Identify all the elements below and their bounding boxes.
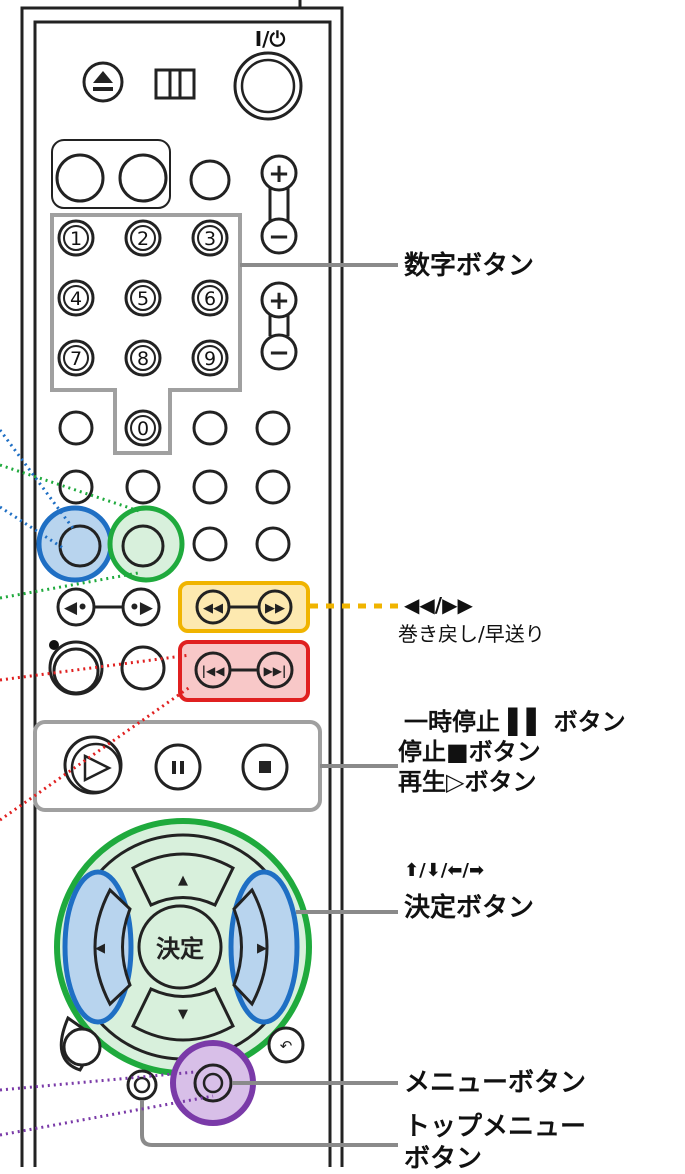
number-keypad: 1 2 3 4 5 6 7 8 9 0	[57, 219, 229, 447]
confirm-button[interactable]: 決定	[137, 904, 223, 990]
remote-body	[20, 0, 344, 1167]
svg-text:↶: ↶	[280, 1037, 293, 1055]
svg-text:+: +	[268, 286, 290, 316]
button-grid-rows[interactable]	[58, 410, 291, 562]
display-icon[interactable]	[154, 68, 196, 100]
number-buttons-label: 数字ボタン	[404, 251, 535, 281]
number-button-label: 3	[204, 228, 216, 250]
green-highlight-button[interactable]	[107, 505, 185, 583]
confirm-button-label: 決定	[156, 935, 204, 963]
number-button-7[interactable]: 7	[57, 339, 95, 377]
button-group-frame	[51, 139, 171, 209]
svg-text:+: +	[268, 159, 290, 189]
number-button-0[interactable]: 0	[124, 409, 162, 447]
number-button-8[interactable]: 8	[124, 339, 162, 377]
svg-text:▶▶: ▶▶	[265, 601, 285, 616]
top-menu-label-line1: トップメニュー	[404, 1112, 587, 1142]
menu-button[interactable]	[170, 1040, 256, 1126]
number-button-2[interactable]: 2	[124, 219, 162, 257]
svg-text:◀: ◀	[95, 941, 105, 956]
top-button-row[interactable]	[55, 153, 231, 203]
rewind-fastforward-button[interactable]: ◀◀ ▶▶	[178, 581, 310, 633]
svg-text:▶▶|: ▶▶|	[264, 664, 287, 678]
number-button-4[interactable]: 4	[57, 279, 95, 317]
number-button-1[interactable]: 1	[57, 219, 95, 257]
number-button-6[interactable]: 6	[191, 279, 229, 317]
rewind-ff-label: 巻き戻し/早送り	[398, 622, 545, 646]
bottom-side-buttons[interactable]: ↶	[59, 1015, 305, 1072]
blue-highlight-button[interactable]	[36, 505, 114, 583]
number-button-3[interactable]: 3	[191, 219, 229, 257]
top-menu-label-line2: ボタン	[404, 1144, 483, 1174]
stop-label: 停止■ボタン	[398, 738, 541, 766]
svg-text:▲: ▲	[178, 873, 188, 888]
svg-text:▼: ▼	[178, 1007, 188, 1022]
number-button-label: 6	[204, 288, 216, 310]
svg-text:−: −	[268, 338, 290, 368]
pause-label: 一時停止 ▌▌ ボタン	[404, 708, 626, 736]
power-symbol-label: I/⏻	[255, 27, 286, 51]
previous-next-button[interactable]: |◀◀ ▶▶|	[178, 640, 310, 702]
number-button-label: 5	[137, 288, 149, 310]
top-menu-button[interactable]	[126, 1069, 158, 1101]
volume-rocker-upper[interactable]: + −	[260, 154, 298, 255]
svg-text:−: −	[268, 222, 290, 252]
search-skip-buttons[interactable]: ◀• •▶	[56, 587, 161, 627]
number-buttons-frame	[50, 213, 242, 455]
number-button-label: 9	[204, 348, 216, 370]
number-button-label: 4	[70, 288, 82, 310]
number-button-label: 0	[137, 418, 149, 440]
left-arrow-button[interactable]: ◀	[62, 869, 134, 1025]
svg-text:•▶: •▶	[129, 598, 154, 618]
svg-text:◀•: ◀•	[64, 598, 88, 618]
number-button-label: 2	[137, 228, 149, 250]
menu-label: メニューボタン	[404, 1068, 587, 1098]
number-button-label: 8	[137, 348, 149, 370]
dotted-leaders	[0, 429, 398, 1137]
right-arrow-button[interactable]: ▶	[228, 869, 300, 1025]
number-button-9[interactable]: 9	[191, 339, 229, 377]
play-label: 再生▷ボタン	[398, 768, 537, 796]
number-button-label: 1	[70, 228, 82, 250]
svg-text:|◀◀: |◀◀	[202, 664, 226, 678]
confirm-label: 決定ボタン	[404, 893, 535, 923]
rewind-ff-symbols-label: ◀◀/▶▶	[404, 593, 473, 617]
callout-lines	[140, 263, 398, 1147]
number-button-5[interactable]: 5	[124, 279, 162, 317]
play-button[interactable]	[63, 735, 123, 795]
stop-button[interactable]	[241, 743, 289, 791]
svg-text:▶: ▶	[257, 941, 267, 956]
svg-text:◀◀: ◀◀	[203, 601, 223, 616]
arrows-label: ⬆/⬇/⬅/➡	[404, 860, 485, 881]
power-button[interactable]	[233, 51, 303, 121]
number-button-label: 7	[70, 348, 82, 370]
pause-button[interactable]	[154, 743, 202, 791]
eject-button[interactable]	[82, 61, 124, 103]
volume-rocker-lower[interactable]: + −	[260, 281, 298, 371]
record-buttons[interactable]	[48, 640, 166, 696]
record-dot	[49, 640, 59, 650]
